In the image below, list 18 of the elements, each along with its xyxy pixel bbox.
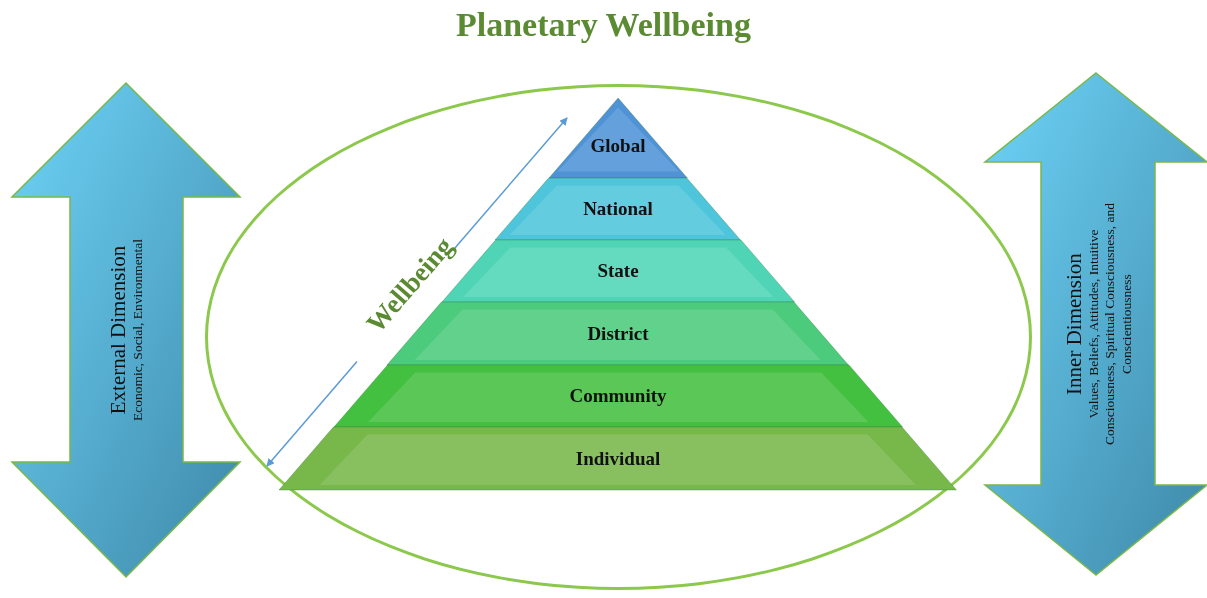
level-label: Individual <box>575 447 661 470</box>
level-label: Community <box>569 385 667 407</box>
level-label: National <box>583 198 653 220</box>
pyramid-layer <box>495 178 741 240</box>
pyramid-layer <box>333 365 903 427</box>
arrow-subtitle: Values, Beliefs, Attitudes, Intuitive Consciousness, Spiritual Consciousness, and Conscientiousness <box>1085 202 1135 447</box>
double-arrow <box>985 73 1207 575</box>
pyramid-layer <box>279 427 957 490</box>
arrow-title: External Dimension <box>105 244 130 417</box>
double-arrow <box>12 83 240 577</box>
level-label: Global <box>590 135 646 157</box>
ellipse-outline <box>205 84 1032 590</box>
level-label: State <box>597 260 639 282</box>
arrow-title: Inner Dimension <box>1061 252 1086 397</box>
diagram-title: Planetary Wellbeing <box>455 6 752 44</box>
level-label: District <box>587 322 649 345</box>
pyramid-layer <box>548 98 688 178</box>
arrow-subtitle: Economic, Social, Environmental <box>130 237 146 424</box>
